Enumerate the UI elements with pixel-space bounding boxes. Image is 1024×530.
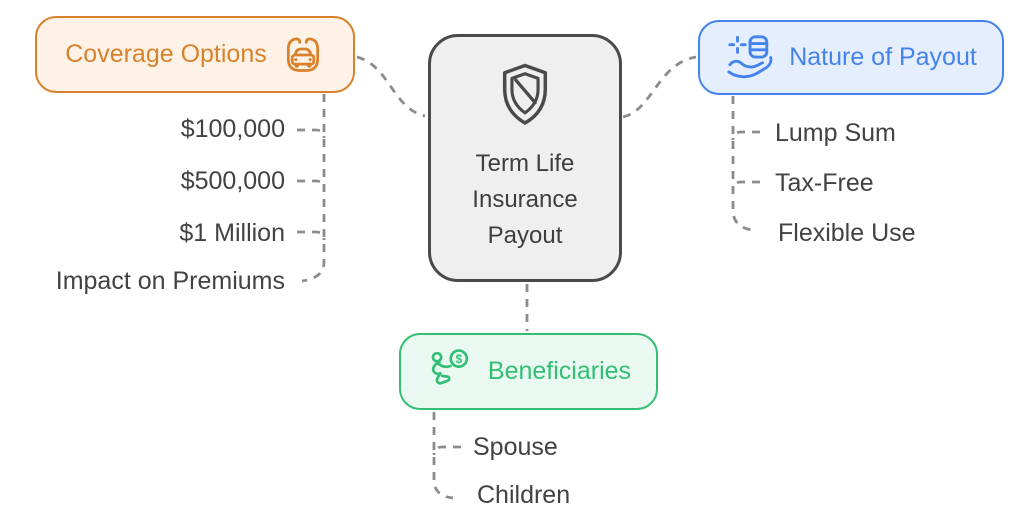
connector-stub-lump-sum — [731, 130, 760, 141]
item-spouse: Spouse — [473, 433, 558, 461]
connector-coverage-branch-line — [301, 94, 326, 283]
item-lump-sum: Lump Sum — [775, 119, 896, 147]
branch-node-nature-of-payout: Nature of Payout — [698, 20, 1004, 95]
person-receiving-money-icon: $ — [426, 348, 474, 396]
item-100000: $100,000 — [180, 115, 285, 143]
shield-icon — [496, 62, 554, 133]
connector-stub-1-million — [297, 230, 326, 241]
item-flexible-use: Flexible Use — [778, 219, 916, 247]
connector-center-to-payout — [622, 55, 697, 119]
item-1-million: $1 Million — [179, 219, 285, 247]
branch-label-nature-of-payout: Nature of Payout — [789, 43, 977, 71]
connector-stub-500000 — [297, 179, 326, 190]
item-impact-on-premiums: Impact on Premiums — [55, 267, 285, 295]
item-500000: $500,000 — [180, 167, 285, 195]
svg-text:$: $ — [455, 353, 462, 365]
car-icon — [281, 34, 325, 75]
connector-stub-100000 — [297, 128, 326, 139]
connector-stub-spouse — [432, 445, 461, 456]
branch-label-coverage-options: Coverage Options — [65, 40, 267, 68]
coins-in-hand-icon — [725, 33, 775, 83]
item-tax-free: Tax-Free — [775, 169, 874, 197]
branch-label-beneficiaries: Beneficiaries — [487, 357, 632, 385]
connector-beneficiaries-branch-line — [432, 412, 454, 500]
center-node: Term Life Insurance Payout — [428, 34, 622, 282]
branch-node-beneficiaries: $ Beneficiaries — [399, 333, 658, 410]
center-node-label: Term Life Insurance Payout — [472, 150, 578, 249]
connector-coverage-to-center — [356, 55, 426, 118]
connector-stub-tax-free — [731, 180, 760, 191]
item-children: Children — [477, 481, 571, 509]
connector-payout-branch-line — [731, 96, 753, 232]
branch-node-coverage-options: Coverage Options — [35, 16, 355, 93]
